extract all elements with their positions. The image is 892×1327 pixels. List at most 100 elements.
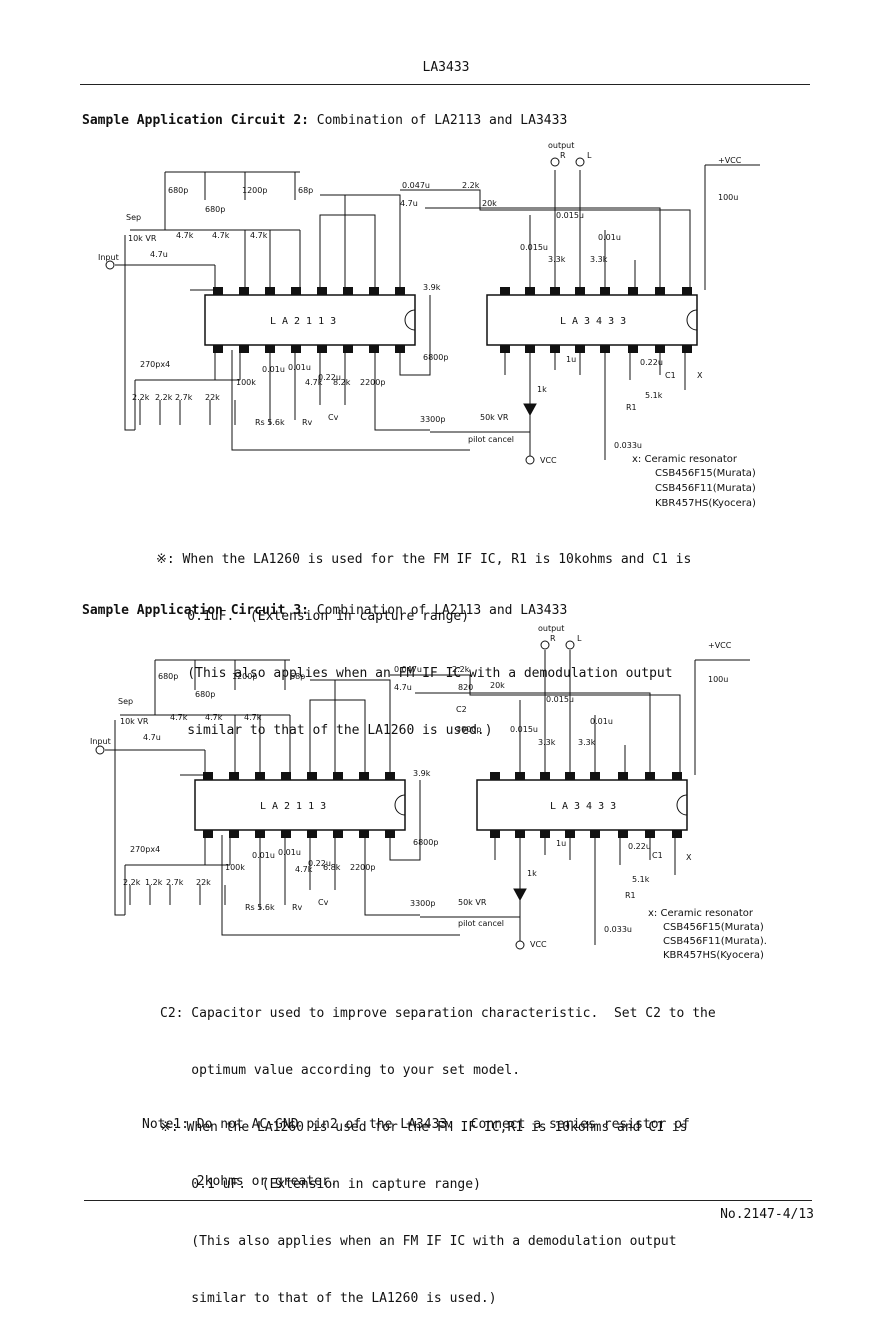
c3-r22k: 2.2k — [452, 665, 470, 674]
c3-r33k-b: 3.3k — [578, 738, 596, 747]
la3433-pins — [500, 287, 692, 353]
circuit2-note: ※: When the LA1260 is used for the FM IF… — [156, 512, 691, 759]
circuit3-schematic: LA2113 LA3433 output R L +VCC 100u 680p … — [90, 624, 767, 961]
c2-out-l: L — [587, 151, 592, 160]
circuit3-title: Sample Application Circuit 3: Combinatio… — [82, 603, 567, 618]
c2-output: output — [548, 141, 574, 150]
c3-c022u: 0.22u — [308, 859, 331, 868]
c2-r47k-c: 4.7k — [250, 231, 268, 240]
c3-x: X — [686, 853, 692, 862]
c2-resonator-item-1: CSB456F11(Murata) — [655, 483, 756, 494]
c3-c001u-b: 0.01u — [252, 851, 275, 860]
c2-c3300p: 3300p — [420, 415, 445, 424]
c3-c2: C2 — [456, 705, 467, 714]
page-number: No.2147-4/13 — [720, 1207, 814, 1222]
c3-r20k: 20k — [490, 681, 505, 690]
c3-c1200p: 1200p — [232, 672, 257, 681]
c2-rv: Rv — [302, 418, 313, 427]
circuit3-note1: Note1: Do not AC-GND pin2 of the LA3433.… — [142, 1077, 690, 1210]
c2-vcc-bottom: VCC — [540, 456, 557, 465]
c2-out-r: R — [560, 151, 566, 160]
c2-cv: Cv — [328, 413, 339, 422]
c3-c47u-b: 4.7u — [394, 683, 412, 692]
c3-rv: Rv — [292, 903, 303, 912]
c3-c100u: 100u — [708, 675, 728, 684]
c2-c100u: 100u — [718, 193, 738, 202]
c3-note1-line1: Note1: Do not AC-GND pin2 of the LA3433.… — [142, 1117, 690, 1132]
circuit2-title-rest: Combination of LA2113 and LA3433 — [308, 113, 568, 128]
c3-vcc-bottom: VCC — [530, 940, 547, 949]
c2-r22k-3: 22k — [205, 393, 220, 402]
c3-c47u: 4.7u — [143, 733, 161, 742]
c2-r22k-1: 2.2k — [132, 393, 150, 402]
c2-input: Input — [98, 253, 119, 262]
c2-pilot: pilot cancel — [468, 435, 514, 444]
c2-c001u-b: 0.01u — [262, 365, 285, 374]
c2-c0047u: 0.047u — [402, 181, 430, 190]
c2-c680p-b: 680p — [205, 205, 225, 214]
c3-r47k-a: 4.7k — [170, 713, 188, 722]
c2-r33k-b: 3.3k — [590, 255, 608, 264]
c3-r22k-3: 22k — [196, 878, 211, 887]
c2-c47u: 4.7u — [150, 250, 168, 259]
c2-c022u-b: 0.22u — [640, 358, 663, 367]
c2-r1k: 1k — [537, 385, 547, 394]
c3-note1-line2: 2kohms or greater. — [142, 1174, 338, 1189]
footer-rule — [84, 1200, 812, 1201]
page-header-part-number: LA3433 — [422, 60, 470, 75]
c3-resonator-item-2: KBR457HS(Kyocera) — [663, 950, 764, 961]
c2-r47k-d: 4.7k — [305, 378, 323, 387]
c3-c1: C1 — [652, 851, 663, 860]
c2-vr50k: 50k VR — [480, 413, 509, 422]
c2-resonator-item-0: CSB456F15(Murata) — [655, 468, 756, 479]
c2-c0033u: 0.033u — [614, 441, 642, 450]
c3-r27k: 2.7k — [166, 878, 184, 887]
c3-r100k: 100k — [225, 863, 245, 872]
c2-note-line1: ※: When the LA1260 is used for the FM IF… — [156, 552, 692, 567]
c2-r22k: 2.2k — [462, 181, 480, 190]
c3-star-line3: (This also applies when an FM IF IC with… — [160, 1234, 677, 1249]
circuit3-notes: C2: Capacitor used to improve separation… — [160, 966, 716, 1327]
c3-resonator-item-0: CSB456F15(Murata) — [663, 922, 764, 933]
c3-c0015u: 0.015u — [546, 695, 574, 704]
circuit3-ic-la2113: LA2113 — [260, 801, 332, 812]
c2-sep: Sep — [126, 213, 141, 222]
circuit3-ic-la3433: LA3433 — [550, 801, 622, 812]
c2-c270p: 270px4 — [140, 360, 170, 369]
c2-c001u: 0.01u — [598, 233, 621, 242]
c3-pilot: pilot cancel — [458, 919, 504, 928]
c2-r39k: 3.9k — [423, 283, 441, 292]
c3-c0033u: 0.033u — [604, 925, 632, 934]
c3-r39k: 3.9k — [413, 769, 431, 778]
c3-output: output — [538, 624, 564, 633]
c2-r100k: 100k — [236, 378, 256, 387]
c2-c47u-b: 4.7u — [400, 199, 418, 208]
c3-c270p: 270px4 — [130, 845, 160, 854]
c2-c680p-a: 680p — [168, 186, 188, 195]
c3-c6800p: 6800p — [413, 838, 438, 847]
c3-c3300p: 3300p — [410, 899, 435, 908]
la2113-pins — [213, 287, 405, 353]
c2-c1u: 1u — [566, 355, 576, 364]
c2-vcc-top: +VCC — [718, 156, 742, 165]
c3-c0015u-b: 0.015u — [510, 725, 538, 734]
c3-r1k: 1k — [527, 869, 537, 878]
c2-c022u: 0.22u — [318, 373, 341, 382]
c3-input: Input — [90, 737, 111, 746]
c3-c680p-b: 680p — [195, 690, 215, 699]
c3-c022u-b: 0.22u — [628, 842, 651, 851]
c2-note-line2: 0.1uF. (Extension in capture range) — [156, 609, 470, 624]
c3-r820: 820 — [458, 683, 473, 692]
c3-c0047u: 0.047u — [394, 665, 422, 674]
c3-r1: R1 — [625, 891, 636, 900]
c3-c2-line1: C2: Capacitor used to improve separation… — [160, 1006, 716, 1021]
c3-la2113-pins — [203, 772, 395, 838]
c2-r51k: 5.1k — [645, 391, 663, 400]
c3-c2200p: 2200p — [350, 863, 375, 872]
circuit2-ic-la2113: LA2113 — [270, 316, 342, 327]
circuit2-title-bold: Sample Application Circuit 2: — [82, 113, 309, 128]
header-rule — [80, 84, 810, 85]
c3-r51k: 5.1k — [632, 875, 650, 884]
c3-c3000p: 3000p — [456, 725, 481, 734]
c3-r68k: 6.8k — [323, 863, 341, 872]
